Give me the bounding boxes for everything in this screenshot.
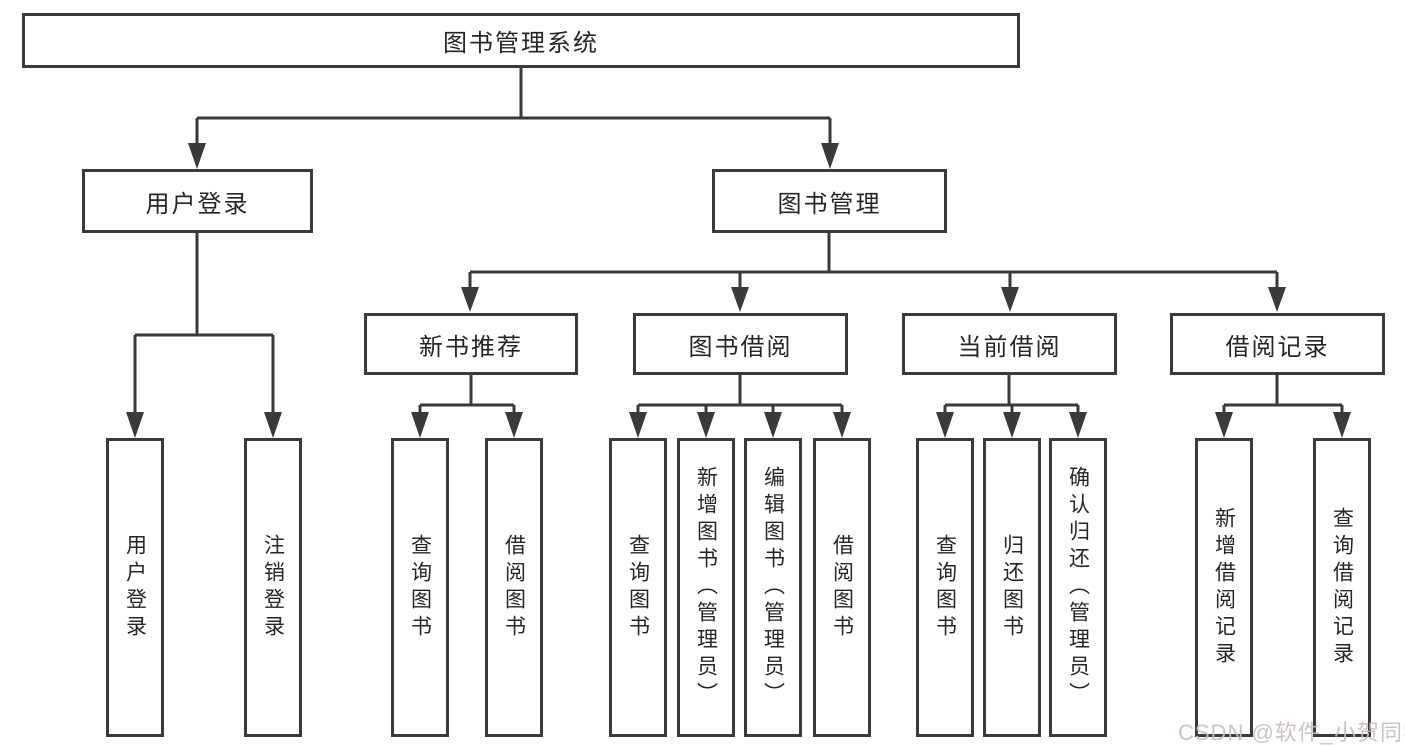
leaf-borrow-add-books-admin-label: 新增图书（管理员） <box>694 466 718 709</box>
leaf-newbooks-borrow-books: 借阅图书 <box>485 438 543 737</box>
leaf-borrow-edit-books-admin-label: 编辑图书（管理员） <box>761 466 785 709</box>
node-book-borrow-label: 图书借阅 <box>688 333 793 361</box>
leaf-records-add-record-label: 新增借阅记录 <box>1212 506 1236 669</box>
leaf-current-confirm-return-admin-label: 确认归还（管理员） <box>1066 466 1090 709</box>
leaf-current-return-books: 归还图书 <box>983 438 1041 737</box>
leaf-newbooks-borrow-books-label: 借阅图书 <box>502 533 526 642</box>
leaf-records-query-record: 查询借阅记录 <box>1313 438 1371 737</box>
node-new-book-recommend: 新书推荐 <box>364 313 578 375</box>
leaf-borrow-query-books-label: 查询图书 <box>626 533 650 642</box>
node-library-system-label: 图书管理系统 <box>443 30 599 57</box>
leaf-logout-label: 注销登录 <box>261 533 285 642</box>
leaf-borrow-add-books-admin: 新增图书（管理员） <box>677 438 735 737</box>
leaf-newbooks-query-books-label: 查询图书 <box>408 533 432 642</box>
node-book-management: 图书管理 <box>712 169 947 233</box>
leaf-current-query-books-label: 查询图书 <box>933 533 957 642</box>
node-user-login: 用户登录 <box>82 169 313 233</box>
leaf-borrow-borrow-books-label: 借阅图书 <box>830 533 854 642</box>
connector-lines <box>133 68 1344 414</box>
node-borrow-records-label: 借阅记录 <box>1225 333 1330 361</box>
leaf-borrow-query-books: 查询图书 <box>609 438 667 737</box>
node-book-borrow: 图书借阅 <box>633 313 848 375</box>
leaf-current-return-books-label: 归还图书 <box>1000 533 1024 642</box>
node-new-book-recommend-label: 新书推荐 <box>419 333 523 361</box>
node-book-management-label: 图书管理 <box>777 190 882 218</box>
leaf-borrow-borrow-books: 借阅图书 <box>813 438 871 737</box>
connector-arrowheads <box>126 143 1351 438</box>
leaf-borrow-edit-books-admin: 编辑图书（管理员） <box>744 438 802 737</box>
leaf-user-login-label: 用户登录 <box>123 533 147 642</box>
node-library-system: 图书管理系统 <box>22 13 1020 68</box>
leaf-current-query-books: 查询图书 <box>916 438 974 737</box>
leaf-records-add-record: 新增借阅记录 <box>1195 438 1253 737</box>
node-current-borrow: 当前借阅 <box>902 313 1117 375</box>
node-borrow-records: 借阅记录 <box>1170 313 1385 375</box>
leaf-user-login: 用户登录 <box>106 438 164 737</box>
leaf-records-query-record-label: 查询借阅记录 <box>1330 506 1354 669</box>
csdn-watermark: CSDN @软件_小贺同学 <box>1178 720 1405 745</box>
leaf-newbooks-query-books: 查询图书 <box>391 438 449 737</box>
node-current-borrow-label: 当前借阅 <box>957 333 1062 361</box>
node-user-login-label: 用户登录 <box>145 190 250 218</box>
leaf-logout: 注销登录 <box>244 438 302 737</box>
leaf-current-confirm-return-admin: 确认归还（管理员） <box>1049 438 1107 737</box>
